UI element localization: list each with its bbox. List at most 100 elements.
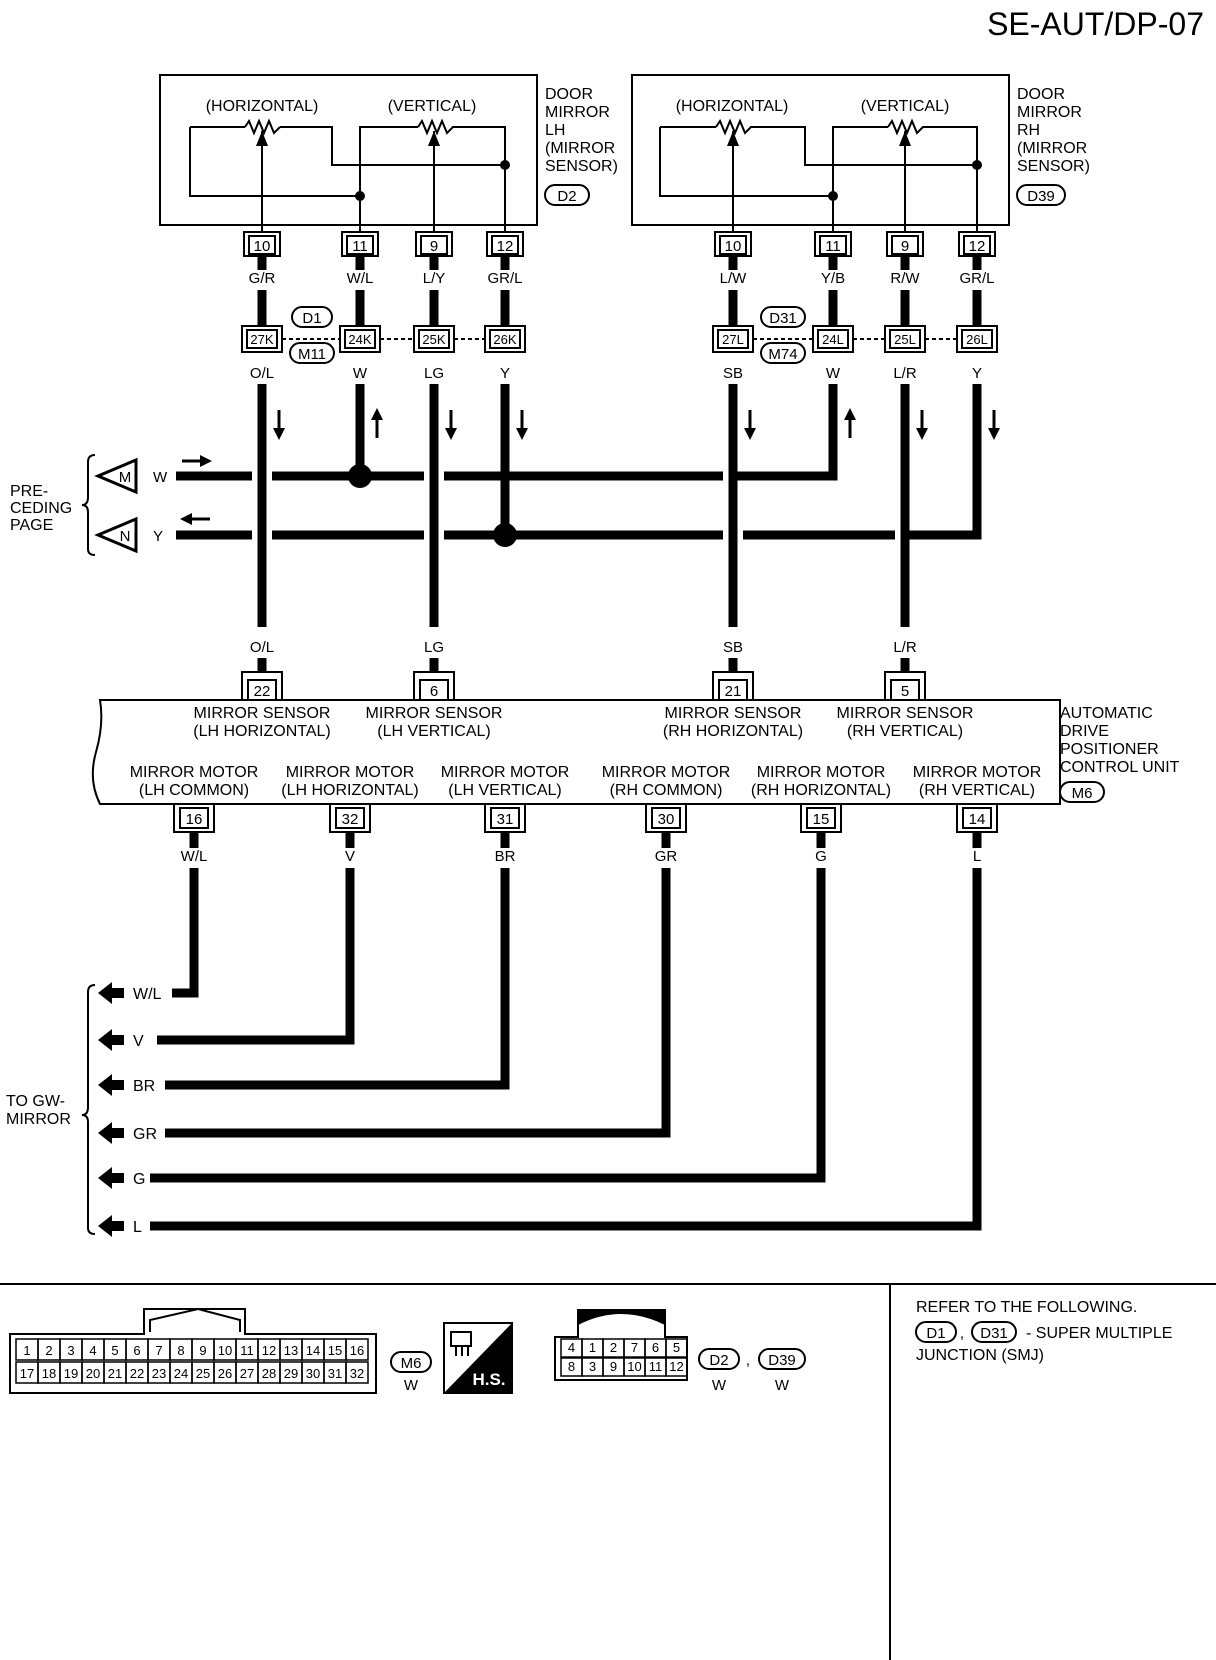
- svg-text:LG: LG: [424, 639, 444, 656]
- svg-text:MIRROR MOTOR: MIRROR MOTOR: [913, 764, 1042, 781]
- svg-text:(LH VERTICAL): (LH VERTICAL): [377, 723, 491, 740]
- m6-pin-cell: 6: [125, 1338, 149, 1361]
- svg-text:8: 8: [568, 1359, 575, 1374]
- svg-text:Y/B: Y/B: [821, 270, 845, 287]
- svg-text:W/L: W/L: [347, 270, 374, 287]
- connector-d31-badge: [760, 306, 806, 328]
- d2-view-badge: [698, 1348, 740, 1370]
- svg-text:26L: 26L: [966, 332, 988, 347]
- svg-text:V: V: [345, 848, 355, 865]
- splice-w-icon: [348, 464, 372, 488]
- svg-text:L: L: [973, 848, 981, 865]
- svg-text:6: 6: [133, 1343, 140, 1358]
- svg-text:11: 11: [240, 1343, 254, 1358]
- svg-text:27K: 27K: [250, 332, 273, 347]
- bus-w: [176, 464, 723, 488]
- page-id: SE-AUT/DP-07: [987, 6, 1204, 42]
- d39-view-color: W: [775, 1377, 790, 1394]
- svg-text:8: 8: [177, 1343, 184, 1358]
- vertical-wires: [257, 384, 982, 627]
- svg-text:MIRROR MOTOR: MIRROR MOTOR: [757, 764, 886, 781]
- m6-pin-cell: 31: [323, 1361, 347, 1384]
- svg-text:1: 1: [23, 1343, 30, 1358]
- d39-view-label: D39: [768, 1352, 796, 1369]
- jrh-pin-27l: 27L: [712, 325, 754, 353]
- svg-text:(RH HORIZONTAL): (RH HORIZONTAL): [751, 782, 891, 799]
- svg-text:23: 23: [152, 1366, 166, 1381]
- svg-text:G: G: [815, 848, 827, 865]
- d-pin-cell: 11: [644, 1357, 667, 1377]
- svg-text:BR: BR: [133, 1078, 155, 1095]
- svg-text:25L: 25L: [894, 332, 916, 347]
- svg-text:(MIRROR: (MIRROR: [1017, 140, 1087, 157]
- brace-icon: [81, 984, 96, 1235]
- lh-horizontal-resistor-icon: [244, 118, 281, 136]
- unit-pin-5: 5: [884, 671, 926, 701]
- svg-text:10: 10: [627, 1359, 641, 1374]
- m6-pin-cell: 15: [323, 1338, 347, 1361]
- svg-text:L: L: [133, 1219, 142, 1236]
- svg-text:(RH COMMON): (RH COMMON): [610, 782, 723, 799]
- svg-text:POSITIONER: POSITIONER: [1060, 741, 1159, 758]
- svg-text:21: 21: [108, 1366, 122, 1381]
- svg-text:- SUPER MULTIPLE: - SUPER MULTIPLE: [1026, 1325, 1172, 1342]
- control-unit-box: [91, 699, 1061, 805]
- svg-text:D1: D1: [926, 1325, 945, 1342]
- unit-pin-22: 22: [241, 671, 283, 701]
- connector-d39-label: D39: [1027, 188, 1055, 205]
- svg-text:MIRROR: MIRROR: [6, 1111, 71, 1128]
- jlh-pin-25k: 25K: [413, 325, 455, 353]
- arrow-right-icon: [182, 455, 212, 467]
- arrow-left-icon: [98, 1074, 124, 1096]
- svg-text:N: N: [120, 528, 131, 545]
- svg-text:W: W: [153, 469, 168, 486]
- svg-text:16: 16: [350, 1343, 364, 1358]
- svg-text:27L: 27L: [722, 332, 744, 347]
- svg-text:(LH HORIZONTAL): (LH HORIZONTAL): [193, 723, 330, 740]
- svg-text:PAGE: PAGE: [10, 517, 53, 534]
- jrh-pin-24l: 24L: [812, 325, 854, 353]
- svg-text:LH: LH: [545, 122, 565, 139]
- svg-text:MIRROR SENSOR: MIRROR SENSOR: [194, 705, 331, 722]
- m6-pin-cell: 3: [59, 1338, 83, 1361]
- svg-text:SENSOR): SENSOR): [1017, 158, 1090, 175]
- arrow-left-icon: [98, 1122, 124, 1144]
- m6-pin-cell: 32: [345, 1361, 369, 1384]
- svg-text:24K: 24K: [348, 332, 371, 347]
- offpage-n-icon: [94, 516, 138, 554]
- svg-text:(MIRROR: (MIRROR: [545, 140, 615, 157]
- arrow-down-icon: [916, 410, 928, 440]
- d-pin-cell: 5: [665, 1338, 688, 1358]
- svg-text:9: 9: [901, 238, 909, 255]
- d-pin-cell: 8: [560, 1357, 583, 1377]
- svg-text:12: 12: [969, 238, 986, 255]
- svg-text:2: 2: [610, 1340, 617, 1355]
- svg-text:GR: GR: [655, 848, 678, 865]
- m6-pin-cell: 20: [81, 1361, 105, 1384]
- lh-pin-12: 12: [486, 231, 524, 257]
- m6-view-badge: [390, 1351, 432, 1373]
- lh-vertical-sensor-lines: [359, 126, 506, 196]
- control-unit: MIRROR SENSOR (LH HORIZONTAL) MIRROR SEN…: [91, 699, 1180, 805]
- rh-horizontal-resistor-icon: [715, 118, 752, 136]
- svg-text:PRE-: PRE-: [10, 483, 48, 500]
- arrow-down-icon: [744, 410, 756, 440]
- svg-text:22: 22: [254, 683, 271, 700]
- m6-pin-cell: 21: [103, 1361, 127, 1384]
- arrow-up-icon: [844, 408, 856, 438]
- mirror-pin-row: 10 11 9 12 10 11 9 12: [243, 231, 996, 257]
- jrh-pin-25l: 25L: [884, 325, 926, 353]
- svg-text:27: 27: [240, 1366, 254, 1381]
- svg-text:10: 10: [725, 238, 742, 255]
- unit-pin-16: 16: [173, 804, 215, 833]
- svg-text:3: 3: [589, 1359, 596, 1374]
- svg-text:CONTROL UNIT: CONTROL UNIT: [1060, 759, 1180, 776]
- control-unit-label: AUTOMATIC DRIVE POSITIONER CONTROL UNIT: [1060, 705, 1180, 776]
- svg-text:31: 31: [328, 1366, 342, 1381]
- svg-text:G/R: G/R: [249, 270, 276, 287]
- m6-pin-cell: 10: [213, 1338, 237, 1361]
- m6-pin-cell: 2: [37, 1338, 61, 1361]
- svg-text:BR: BR: [495, 848, 516, 865]
- d2-view-color: W: [712, 1377, 727, 1394]
- svg-text:O/L: O/L: [250, 365, 274, 382]
